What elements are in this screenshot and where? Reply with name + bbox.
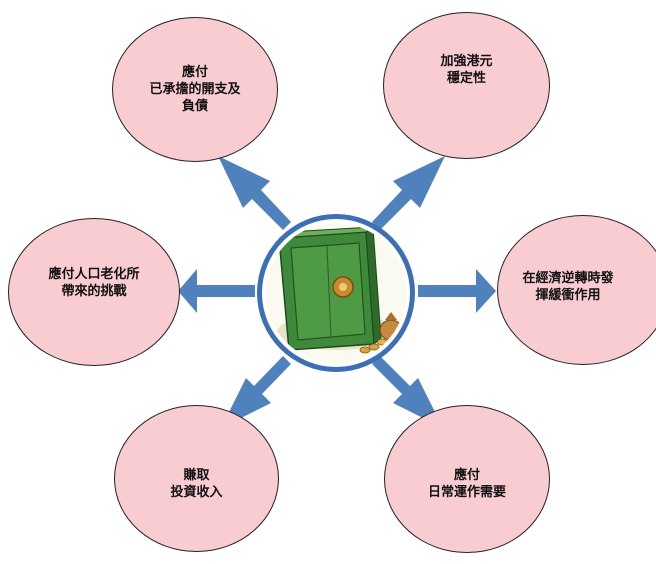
node-top-right: 加強港元 穩定性 — [383, 12, 550, 159]
arrow-to-top-right — [372, 156, 445, 230]
safe-with-coins-icon — [257, 214, 415, 372]
node-left: 應付人口老化所 帶來的挑戰 — [8, 218, 180, 366]
node-right: 在經濟逆轉時發 揮緩衝作用 — [497, 215, 656, 365]
node-left-text: 應付人口老化所 帶來的挑戰 — [48, 267, 140, 299]
node-right-text: 在經濟逆轉時發 揮緩衝作用 — [522, 271, 614, 303]
node-bottom-right-text: 應付 日常運作需要 — [427, 468, 506, 500]
node-top-left-text: 應付 已承擔的開支及 負債 — [149, 65, 241, 114]
node-top-right-text: 加強港元 穩定性 — [440, 53, 493, 86]
arrow-to-left — [178, 269, 255, 313]
arrow-to-top-left — [218, 156, 291, 230]
arrow-to-right — [418, 269, 496, 313]
node-bottom-left-text: 賺取 投資收入 — [170, 467, 223, 500]
arrow-to-bottom-left — [221, 356, 291, 428]
node-bottom-left: 賺取 投資收入 — [114, 405, 279, 552]
arrow-to-bottom-right — [372, 356, 443, 428]
node-bottom-right: 應付 日常運作需要 — [384, 405, 550, 553]
node-top-left: 應付 已承擔的開支及 負債 — [112, 17, 278, 162]
